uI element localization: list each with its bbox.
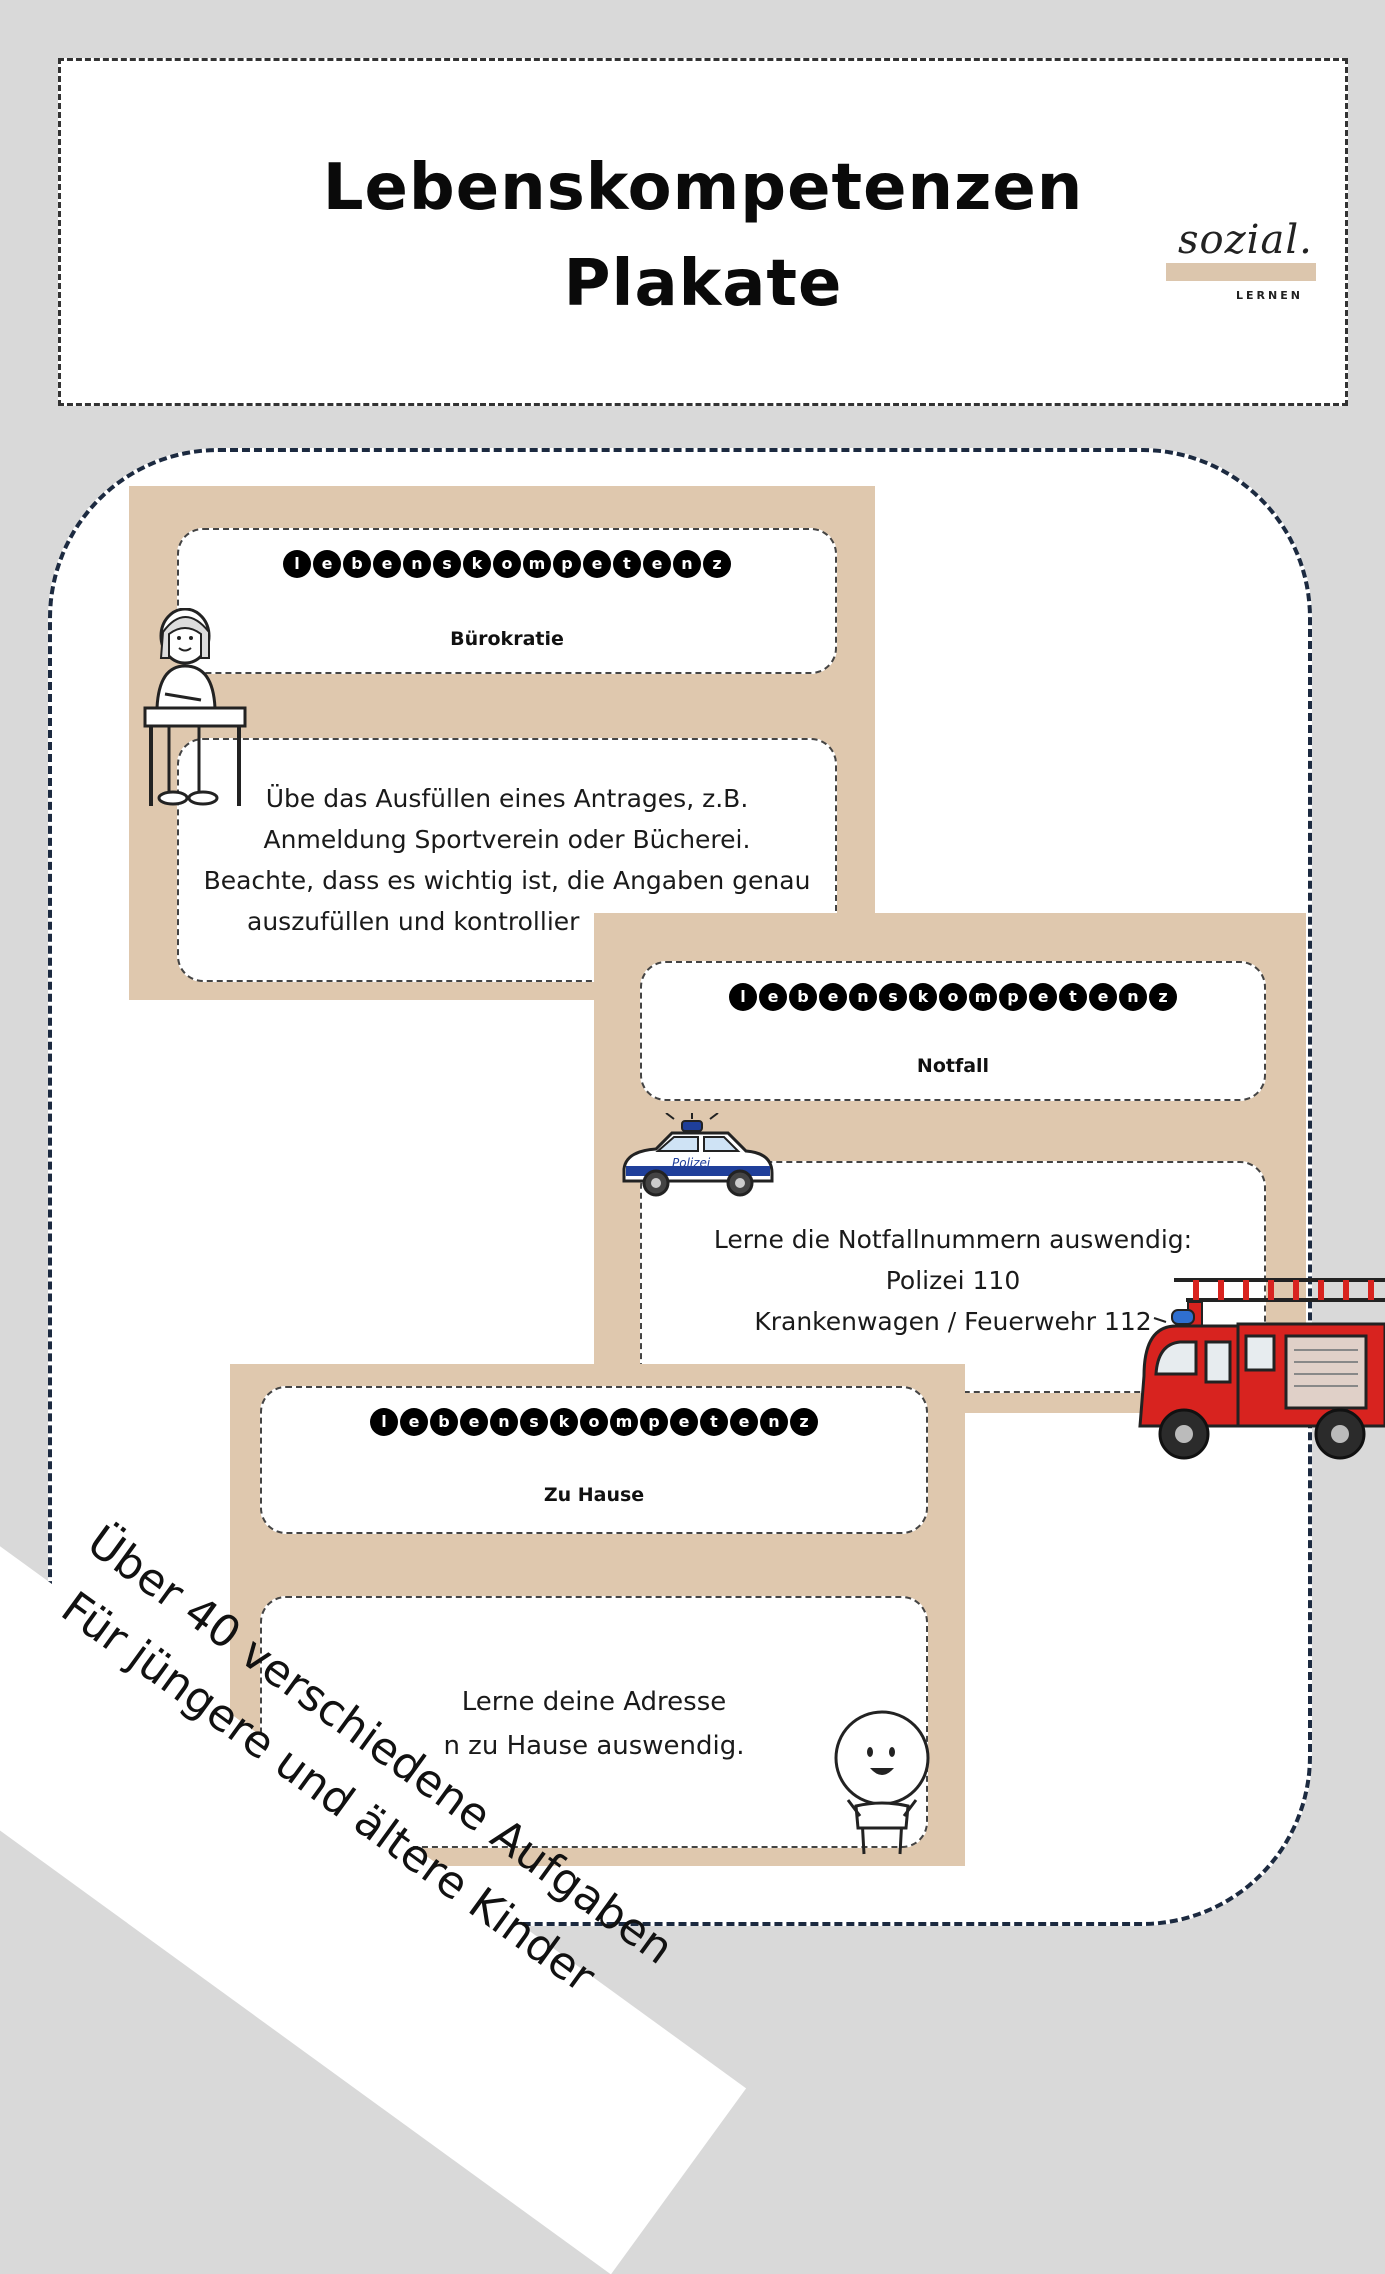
heading-letter: k	[463, 550, 491, 578]
heading-letter: b	[430, 1408, 458, 1436]
card-body-text: Lerne die Notfallnummern auswendig: Poli…	[642, 1219, 1264, 1342]
card-body-text: Übe das Ausfüllen eines Antrages, z.B. A…	[179, 778, 835, 942]
logo-script: sozial.	[1178, 217, 1313, 263]
heading-letter: p	[553, 550, 581, 578]
heading-letter: b	[789, 983, 817, 1011]
heading-letter: e	[643, 550, 671, 578]
heading-letter: z	[790, 1408, 818, 1436]
body-line: Übe das Ausfüllen eines Antrages, z.B.	[265, 784, 749, 813]
heading-letter: t	[613, 550, 641, 578]
heading-letter: m	[969, 983, 997, 1011]
heading-letter: p	[640, 1408, 668, 1436]
fire-truck-icon	[1138, 1278, 1385, 1460]
page-title-line2: Plakate	[563, 247, 843, 321]
heading-letter: t	[1059, 983, 1087, 1011]
heading-letter: n	[760, 1408, 788, 1436]
smiling-figure-icon	[834, 1710, 930, 1855]
card-body-box: Lerne deine Adresse n zu Hause auswendig…	[260, 1596, 928, 1848]
body-line: n zu Hause auswendig.	[443, 1731, 745, 1761]
police-car-label: Polizei	[672, 1156, 711, 1170]
heading-letter: o	[580, 1408, 608, 1436]
card-topic: Bürokratie	[450, 628, 564, 650]
person-at-desk-icon	[143, 608, 247, 806]
heading-letter: e	[460, 1408, 488, 1436]
body-line: Polizei 110	[885, 1266, 1021, 1295]
heading-letter: l	[370, 1408, 398, 1436]
heading-letter: m	[610, 1408, 638, 1436]
heading-letter: e	[313, 550, 341, 578]
heading-letter: n	[490, 1408, 518, 1436]
heading-letter: s	[433, 550, 461, 578]
page-title-line1: Lebenskompetenzen	[322, 151, 1084, 225]
logo-subtitle: LERNEN	[1236, 289, 1303, 302]
heading-letter: e	[819, 983, 847, 1011]
heading-letter: k	[909, 983, 937, 1011]
heading-letter: e	[373, 550, 401, 578]
logo-accent-bar	[1166, 263, 1316, 281]
heading-letter: l	[729, 983, 757, 1011]
heading-letter: p	[999, 983, 1027, 1011]
title-box: Lebenskompetenzen Plakate sozial. LERNEN	[58, 58, 1348, 406]
card-body-box: Übe das Ausfüllen eines Antrages, z.B. A…	[177, 738, 837, 982]
heading-letter: s	[879, 983, 907, 1011]
heading-letter: n	[849, 983, 877, 1011]
body-line: Krankenwagen / Feuerwehr 112	[754, 1307, 1152, 1336]
heading-letter: m	[523, 550, 551, 578]
heading-letter: z	[1149, 983, 1177, 1011]
heading-letter: l	[283, 550, 311, 578]
card-topic: Notfall	[916, 1055, 990, 1077]
heading-letter: k	[550, 1408, 578, 1436]
heading-letter: e	[1089, 983, 1117, 1011]
body-line: Lerne die Notfallnummern auswendig:	[713, 1225, 1193, 1254]
heading-letter: o	[493, 550, 521, 578]
body-line: Lerne deine Adresse	[461, 1687, 727, 1717]
heading-letter: n	[1119, 983, 1147, 1011]
heading-letter: e	[670, 1408, 698, 1436]
body-line: Beachte, dass es wichtig ist, die Angabe…	[203, 866, 811, 895]
heading-letter: b	[343, 550, 371, 578]
card-topic: Zu Hause	[543, 1484, 645, 1506]
heading-letter: e	[730, 1408, 758, 1436]
heading-letter: o	[939, 983, 967, 1011]
heading-letter: e	[759, 983, 787, 1011]
card-body-text: Lerne deine Adresse n zu Hause auswendig…	[262, 1680, 926, 1768]
heading-letter: s	[520, 1408, 548, 1436]
body-line: auszufüllen und kontrollier	[247, 907, 580, 936]
heading-letter: e	[583, 550, 611, 578]
brand-logo: sozial. LERNEN	[1158, 211, 1328, 311]
police-car-icon: Polizei	[622, 1113, 774, 1197]
heading-letter: n	[673, 550, 701, 578]
heading-letter: e	[400, 1408, 428, 1436]
heading-letter: t	[700, 1408, 728, 1436]
body-line: Anmeldung Sportverein oder Bücherei.	[263, 825, 751, 854]
heading-letter: e	[1029, 983, 1057, 1011]
heading-letter: n	[403, 550, 431, 578]
heading-letter: z	[703, 550, 731, 578]
